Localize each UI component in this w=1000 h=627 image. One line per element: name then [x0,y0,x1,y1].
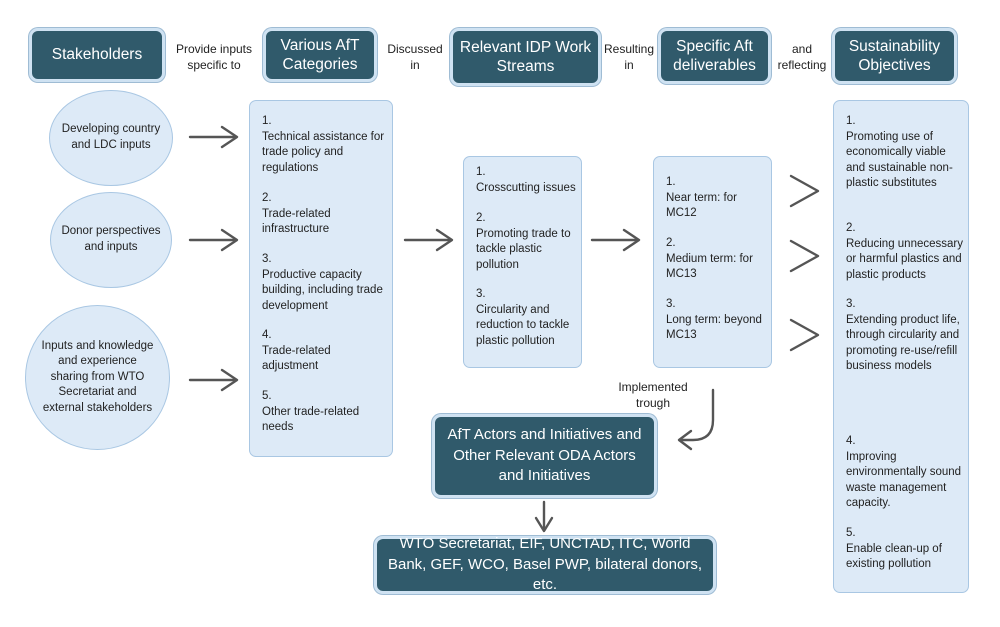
objective-item: 4. Improving environmentally sound waste… [846,435,962,510]
chevron-right-icon [789,174,820,208]
arrow-right-icon [590,228,641,252]
chevron-right-icon [789,239,820,273]
arrow-right-icon [403,228,454,252]
connector-provide-inputs: Provide inputs specific to [175,42,253,72]
objective-item: 3. Extending product life, through circu… [846,298,960,373]
aft-category-item: 5. Other trade-related needs [262,390,360,434]
arrow-right-icon [188,228,239,252]
connector-resulting-in: Resulting in [603,42,655,72]
arrow-down-icon [534,500,554,533]
idp-stream-item: 2. Promoting trade to tackle plastic pol… [476,212,571,271]
deliverable-item: 3. Long term: beyond MC13 [666,298,762,342]
idp-stream-item: 3. Circularity and reduction to tackle p… [476,288,570,347]
stakeholder-donors: Donor perspectives and inputs [50,192,172,288]
objective-item: 1. Promoting use of economically viable … [846,115,953,190]
header-idp-streams: Relevant IDP Work Streams [450,28,601,86]
aft-category-item: 1. Technical assistance for trade policy… [262,115,385,174]
deliverable-item: 2. Medium term: for MC13 [666,237,753,281]
objective-item: 2. Reducing unnecessary or harmful plast… [846,222,963,281]
deliverables-box: 1. Near term: for MC12 2. Medium term: f… [653,156,772,368]
aft-category-item: 2. Trade-related infrastructure [262,192,331,236]
aft-category-item: 4. Trade-related adjustment [262,329,331,373]
aft-actors-box: AfT Actors and Initiatives and Other Rel… [432,414,657,498]
idp-stream-item: 1. Crosscutting issues [476,166,576,194]
chevron-right-icon [789,318,820,352]
header-aft-categories: Various AfT Categories [263,28,377,82]
header-deliverables: Specific Aft deliverables [658,28,771,84]
arrow-right-icon [188,368,239,392]
connector-discussed-in: Discussed in [387,42,443,72]
stakeholder-wto-secretariat: Inputs and knowledge and experience shar… [25,305,170,450]
aft-categories-box: 1. Technical assistance for trade policy… [249,100,393,457]
arrow-right-icon [188,125,239,149]
header-stakeholders: Stakeholders [29,28,165,82]
organizations-box: WTO Secretariat, EIF, UNCTAD, ITC, World… [374,535,716,594]
header-objectives: Sustainability Objectives [832,28,957,84]
objectives-box: 1. Promoting use of economically viable … [833,100,969,593]
objective-item: 5. Enable clean-up of existing pollution [846,527,942,571]
aft-category-item: 3. Productive capacity building, includi… [262,253,383,312]
connector-and-reflecting: and reflecting [777,42,827,72]
stakeholder-developing-country: Developing country and LDC inputs [49,90,173,186]
curved-arrow-icon [677,388,715,451]
connector-implemented: Implemented trough [618,380,688,410]
idp-streams-box: 1. Crosscutting issues 2. Promoting trad… [463,156,582,368]
deliverable-item: 1. Near term: for MC12 [666,176,737,220]
